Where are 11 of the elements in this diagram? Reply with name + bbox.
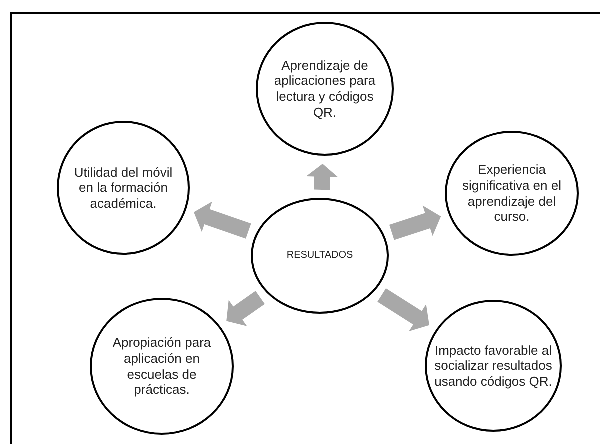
node-text: Impacto favorable al socializar resultados usando códigos QR. bbox=[434, 342, 554, 390]
block-arrow bbox=[378, 288, 430, 332]
block-arrow bbox=[226, 291, 265, 326]
node-text: Apropiación para aplicación en escuelas de prácticas. bbox=[112, 335, 212, 398]
block-arrow bbox=[390, 206, 442, 240]
node-text: Experiencia significativa en el aprendizaje del curso. bbox=[462, 162, 562, 225]
node-text: Aprendizaje de aplicaciones para lectura y códigos QR. bbox=[273, 58, 377, 120]
node-text: Utilidad del móvil en la formación académica. bbox=[73, 164, 174, 212]
node-text: RESULTADOS bbox=[286, 250, 354, 262]
block-arrow bbox=[306, 164, 338, 190]
block-arrow bbox=[194, 202, 252, 239]
